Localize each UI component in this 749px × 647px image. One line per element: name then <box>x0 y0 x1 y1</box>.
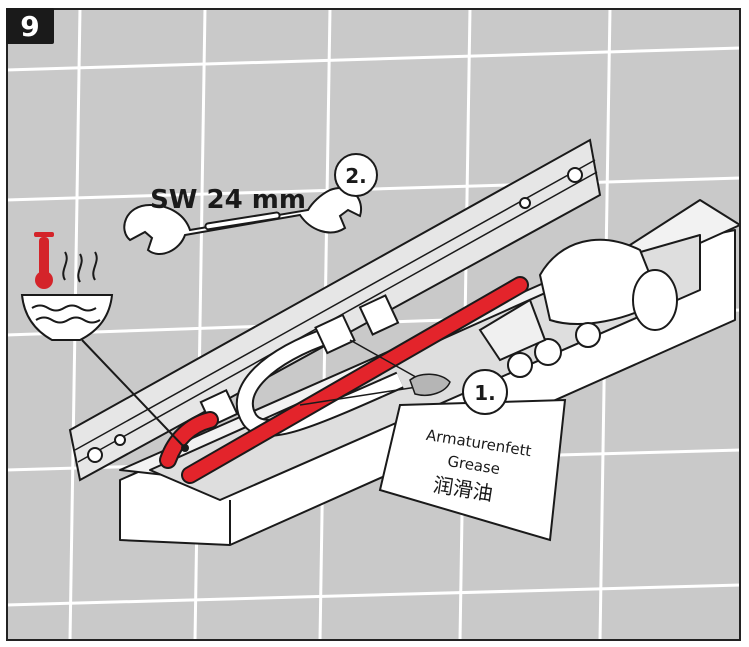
grease-label-card <box>378 398 567 542</box>
step-2-label: 2. <box>345 164 367 188</box>
thermometer-icon <box>34 232 54 289</box>
step-1-label: 1. <box>474 381 496 405</box>
connection-hose <box>199 294 404 437</box>
step-2-callout <box>334 153 378 197</box>
pointer-line-hot <box>81 339 186 449</box>
hot-water-bowl-icon <box>20 294 114 341</box>
steam-icon <box>62 251 98 283</box>
thermostat-cartridge <box>478 238 678 378</box>
step-number-badge: 9 <box>6 8 54 44</box>
grease-callout-lines <box>299 339 451 406</box>
wrench-size-label: SW 24 mm <box>150 185 306 215</box>
red-hoses <box>159 276 529 484</box>
mounting-rail <box>68 138 602 482</box>
step-1-callout <box>462 369 508 415</box>
hot-water-icon <box>20 232 189 452</box>
wrench-icon <box>123 187 363 255</box>
pointer-dot <box>181 444 189 452</box>
